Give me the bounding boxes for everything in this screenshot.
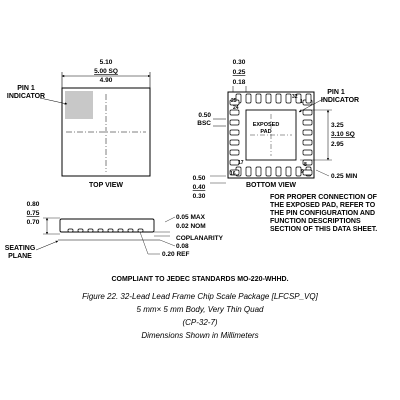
top-pin1-label: PIN 1 — [17, 85, 35, 92]
pin-1-label: 1 — [300, 99, 303, 105]
bot-pad-nom: 3.10 SQ — [331, 131, 355, 138]
seating-plane-label-2: PLANE — [8, 253, 32, 260]
bot-lead-width-min: 0.18 — [233, 79, 246, 86]
top-dim-total: 5.10 — [100, 59, 113, 66]
lead-pad-top — [295, 93, 302, 104]
seating-plane-label-1: SEATING — [5, 245, 36, 252]
side-coplanarity-value: 0.08 — [176, 243, 189, 250]
top-view-caption: TOP VIEW — [89, 182, 123, 189]
lead-pad-right — [302, 169, 313, 176]
bot-pad-max: 3.25 — [331, 122, 344, 129]
side-ref-dim: 0.20 REF — [162, 251, 189, 258]
note-line-1: FOR PROPER CONNECTION OF — [270, 194, 378, 201]
compliance-note: COMPLIANT TO JEDEC STANDARDS MO-220-WHHD… — [111, 276, 289, 283]
lead-pad-bottom — [245, 166, 252, 177]
pin-16-label: 16 — [230, 171, 236, 177]
lead-pad-left — [229, 109, 240, 116]
lead-pad-left — [229, 99, 240, 106]
lead-pad-left — [229, 149, 240, 156]
note-line-3: THE PIN CONFIGURATION AND — [270, 210, 375, 217]
lead-pad-right — [302, 109, 313, 116]
side-coplanarity-label: COPLANARITY — [176, 235, 224, 242]
pin-9-label: 9 — [301, 169, 304, 175]
note-line-4: FUNCTION DESCRIPTIONS — [270, 218, 361, 225]
side-lead-pad — [77, 228, 84, 233]
lead-pad-top — [275, 93, 282, 104]
lead-pad-top — [265, 93, 272, 104]
side-standoff-nom: 0.02 NOM — [176, 223, 206, 230]
top-pin1-indicator-label: INDICATOR — [7, 93, 45, 100]
bot-pad-min: 2.95 — [331, 141, 344, 148]
pin-24-label: 24 — [233, 105, 239, 111]
side-lead-pad — [117, 228, 124, 233]
top-view: 5.10 5.00 SQ 4.90 PIN 1 INDICATOR TOP VI… — [7, 59, 151, 189]
pin-8-label: 8 — [304, 162, 307, 168]
side-lead-pad — [97, 228, 104, 233]
pin1-indicator-shade — [65, 91, 93, 119]
bot-lead-length-nom: 0.40 — [193, 184, 206, 191]
lead-pad-left — [229, 129, 240, 136]
bot-lead-length-min: 0.30 — [193, 193, 206, 200]
exposed-pad-note: FOR PROPER CONNECTION OF THE EXPOSED PAD… — [270, 194, 378, 233]
side-lead-pad — [127, 228, 134, 233]
lead-pads — [229, 93, 313, 177]
note-line-2: THE EXPOSED PAD, REFER TO — [270, 202, 376, 209]
side-standoff-max: 0.05 MAX — [176, 214, 206, 221]
figure-body-size: 5 mm× 5 mm Body, Very Thin Quad — [136, 305, 264, 314]
bot-lead-width-max: 0.30 — [233, 59, 246, 66]
note-line-5: SECTION OF THIS DATA SHEET. — [270, 226, 377, 233]
lead-pad-top — [305, 93, 312, 104]
lead-pad-bottom — [285, 166, 292, 177]
lead-pad-bottom — [255, 166, 262, 177]
bot-pitch-label: BSC — [197, 120, 211, 127]
pin-17-label: 17 — [238, 160, 244, 166]
pin-32-label: 32 — [292, 94, 298, 100]
lead-pad-right — [302, 119, 313, 126]
bottom-view-caption: BOTTOM VIEW — [246, 182, 296, 189]
bot-pin1-indicator-label: INDICATOR — [321, 97, 359, 104]
top-dim-min: 4.90 — [100, 77, 113, 84]
bottom-view: 0.30 0.25 0.18 EXPOSED PAD 25 24 1 8 9 1… — [193, 59, 359, 200]
lead-pad-left — [229, 119, 240, 126]
side-height-max: 0.80 — [27, 201, 40, 208]
exposed-pad-label-2: PAD — [260, 129, 271, 135]
side-lead-pad — [67, 228, 74, 233]
lead-pad-left — [229, 159, 240, 166]
lead-pad-bottom — [265, 166, 272, 177]
side-lead-pad — [107, 228, 114, 233]
bot-pin1-label: PIN 1 — [327, 89, 345, 96]
lead-pad-left — [229, 169, 240, 176]
side-view: 0.80 0.75 0.70 0.05 MAX 0.02 NOM COPLANA… — [5, 201, 224, 260]
lead-pad-right — [302, 139, 313, 146]
lead-pad-top — [255, 93, 262, 104]
exposed-pad-label-1: EXPOSED — [253, 122, 280, 128]
pin-25-label: 25 — [231, 98, 237, 104]
lead-pad-top — [285, 93, 292, 104]
figure-title: Figure 22. 32-Lead Lead Frame Chip Scale… — [82, 292, 318, 301]
lead-pad-bottom — [295, 166, 302, 177]
side-lead-pad — [87, 228, 94, 233]
figure-units-note: Dimensions Shown in Millimeters — [141, 331, 259, 340]
figure-package-code: (CP-32-7) — [182, 318, 218, 327]
top-dim-nom: 5.00 SQ — [94, 68, 118, 75]
side-height-nom: 0.75 — [27, 210, 40, 217]
side-lead-pad — [137, 228, 144, 233]
side-height-min: 0.70 — [27, 219, 40, 226]
lead-pad-left — [229, 139, 240, 146]
bot-lead-width-nom: 0.25 — [233, 69, 246, 76]
lead-pad-right — [302, 129, 313, 136]
lead-pad-right — [302, 149, 313, 156]
lead-pad-bottom — [275, 166, 282, 177]
bot-lead-length-max: 0.50 — [193, 175, 206, 182]
bot-pitch-value: 0.50 — [198, 112, 211, 119]
side-lead-pads — [67, 228, 144, 233]
bot-min-dim: 0.25 MIN — [331, 173, 358, 180]
lead-pad-top — [245, 93, 252, 104]
